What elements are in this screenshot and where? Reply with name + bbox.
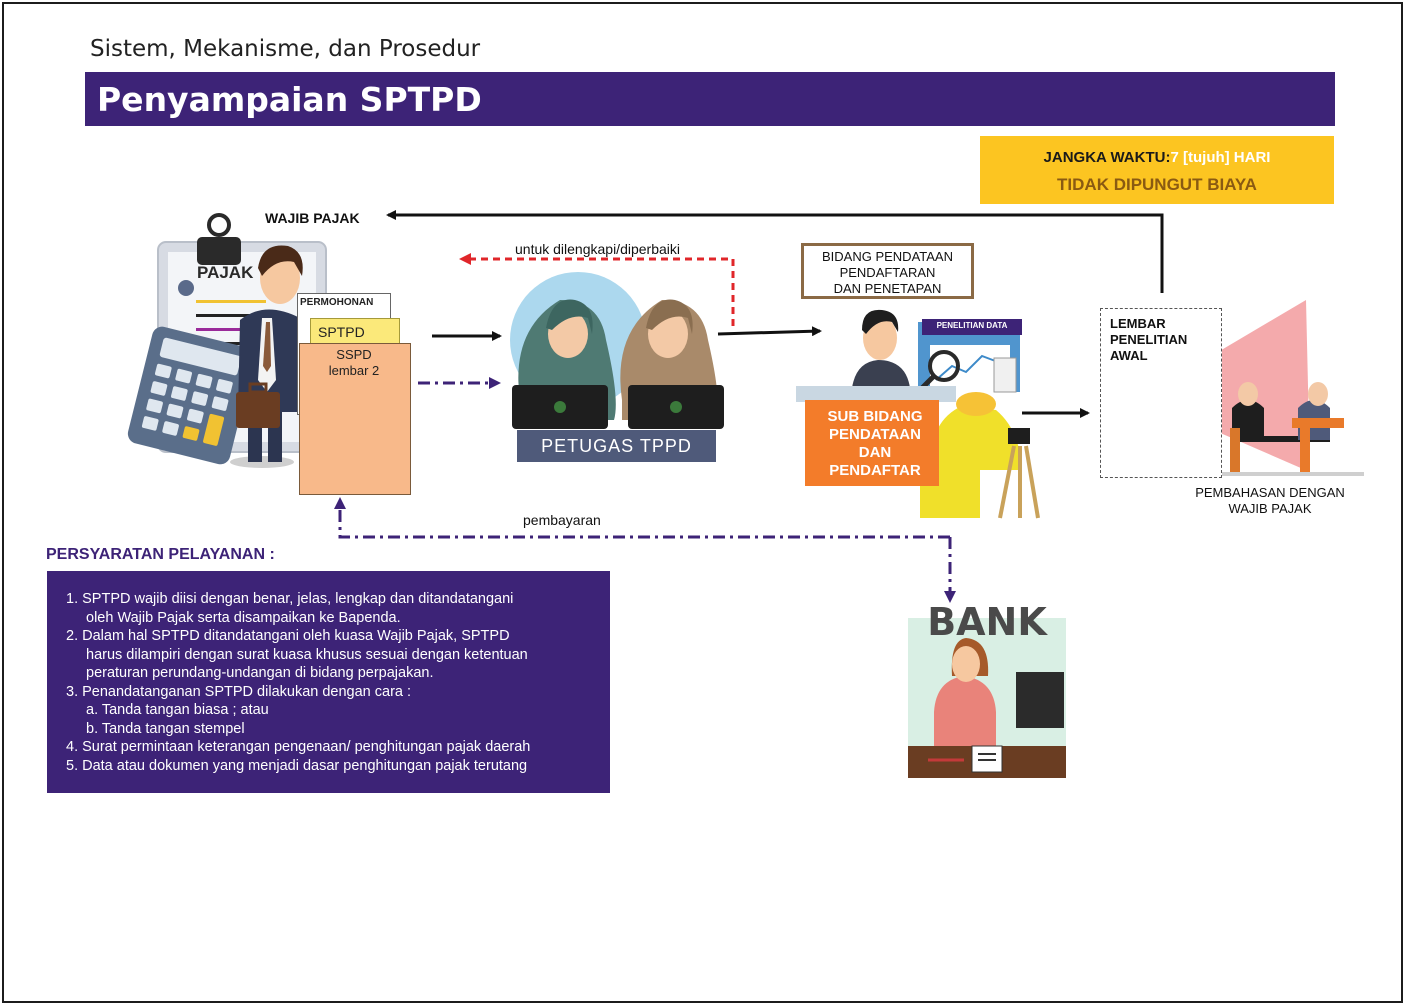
lembar-document <box>1100 308 1222 478</box>
businessman-illustration <box>230 245 304 468</box>
requirement-line: 5. Data atau dokumen yang menjadi dasar … <box>66 757 528 774</box>
time-limit-value: 7 [tujuh] HARI <box>1170 149 1271 166</box>
correction-arrow <box>459 253 735 326</box>
forward-arrow <box>717 326 822 337</box>
sub-bidang-line: PENDAFTAR <box>829 462 921 479</box>
payment-label: pembayaran <box>523 512 601 528</box>
info-box <box>980 136 1334 204</box>
sspd-label: SSPD lembar 2 <box>299 347 409 379</box>
time-limit: JANGKA WAKTU:7 [tujuh] HARI <box>980 149 1334 166</box>
meeting-illustration <box>1218 300 1364 476</box>
bank-teller-illustration <box>908 618 1066 778</box>
bidang-line: PENDAFTARAN <box>839 265 936 280</box>
sub-bidang-line: PENDATAAN <box>829 426 921 443</box>
fee-note: TIDAK DIPUNGUT BIAYA <box>1057 175 1257 194</box>
requirement-line: 1. SPTPD wajib diisi dengan benar, jelas… <box>66 591 514 607</box>
bidang-label: BIDANG PENDATAAN PENDAFTARAN DAN PENETAP… <box>801 249 974 297</box>
time-limit-label: JANGKA WAKTU <box>1043 149 1166 166</box>
data-officer-illustration <box>796 309 1040 519</box>
time-limit-separator: : <box>1165 149 1171 166</box>
requirement-line: 2. Dalam hal SPTPD ditandatangani oleh k… <box>66 628 510 644</box>
requirements-title: PERSYARATAN PELAYANAN : <box>46 546 275 563</box>
pembahasan-label: PEMBAHASAN DENGAN WAJIB PAJAK <box>1175 485 1365 517</box>
sspd-line: SSPD <box>336 347 372 362</box>
requirement-line: 3. Penandatanganan SPTPD dilakukan denga… <box>66 683 412 700</box>
requirements-list: 1. SPTPD wajib diisi dengan benar, jelas… <box>66 590 606 775</box>
lembar-line: AWAL <box>1110 348 1148 363</box>
requirement-line: oleh Wajib Pajak serta disampaikan ke Ba… <box>86 609 401 626</box>
lembar-line: PENELITIAN <box>1110 332 1188 347</box>
sspd-document <box>299 343 411 495</box>
penelitian-tag <box>922 319 1022 335</box>
requirements-box <box>47 571 610 793</box>
petugas-bar <box>517 430 716 462</box>
penelitian-label: PENELITIAN DATA <box>936 321 1008 330</box>
pembahasan-line: PEMBAHASAN DENGAN <box>1195 485 1345 500</box>
sub-bidang-box <box>805 400 939 486</box>
page-subtitle: Sistem, Mekanisme, dan Prosedur <box>90 36 481 62</box>
sub-bidang-line: SUB BIDANG <box>827 408 923 425</box>
title-bar <box>85 72 1335 126</box>
bidang-line: DAN PENETAPAN <box>833 281 942 296</box>
pajak-board-label: PAJAK <box>197 263 254 282</box>
bidang-box <box>801 243 974 299</box>
petugas-label: PETUGAS TPPD <box>541 436 692 456</box>
payment-arrow-up <box>334 497 950 539</box>
permohonan-label: PERMOHONAN <box>300 297 374 308</box>
lembar-line: LEMBAR <box>1110 316 1166 331</box>
bidang-line: BIDANG PENDATAAN <box>822 249 953 264</box>
pembahasan-line: WAJIB PAJAK <box>1228 501 1312 516</box>
wajib-pajak-label: WAJIB PAJAK <box>265 210 360 226</box>
requirement-line: harus dilampiri dengan surat kuasa khusu… <box>86 646 528 663</box>
requirement-line: 4. Surat permintaan keterangan pengenaan… <box>66 739 531 755</box>
correction-label: untuk dilengkapi/diperbaiki <box>515 241 680 257</box>
bank-label: BANK <box>927 600 1047 644</box>
feedback-arrow <box>386 210 1164 293</box>
sub-bidang-line: DAN <box>858 444 892 461</box>
calculator-illustration <box>127 326 255 465</box>
sub-bidang-label: SUB BIDANG PENDATAAN DAN PENDAFTAR <box>805 408 945 480</box>
sptpd-label: SPTPD <box>318 324 365 340</box>
requirement-line: a. Tanda tangan biasa ; atau <box>86 702 269 718</box>
officers-illustration <box>510 272 724 429</box>
requirement-line: peraturan perundang-undangan di bidang p… <box>86 665 434 681</box>
requirement-line: b. Tanda tangan stempel <box>86 720 245 737</box>
sspd-line: lembar 2 <box>328 363 380 378</box>
page-title: Penyampaian SPTPD <box>97 80 482 119</box>
lembar-label: LEMBAR PENELITIAN AWAL <box>1110 316 1187 364</box>
